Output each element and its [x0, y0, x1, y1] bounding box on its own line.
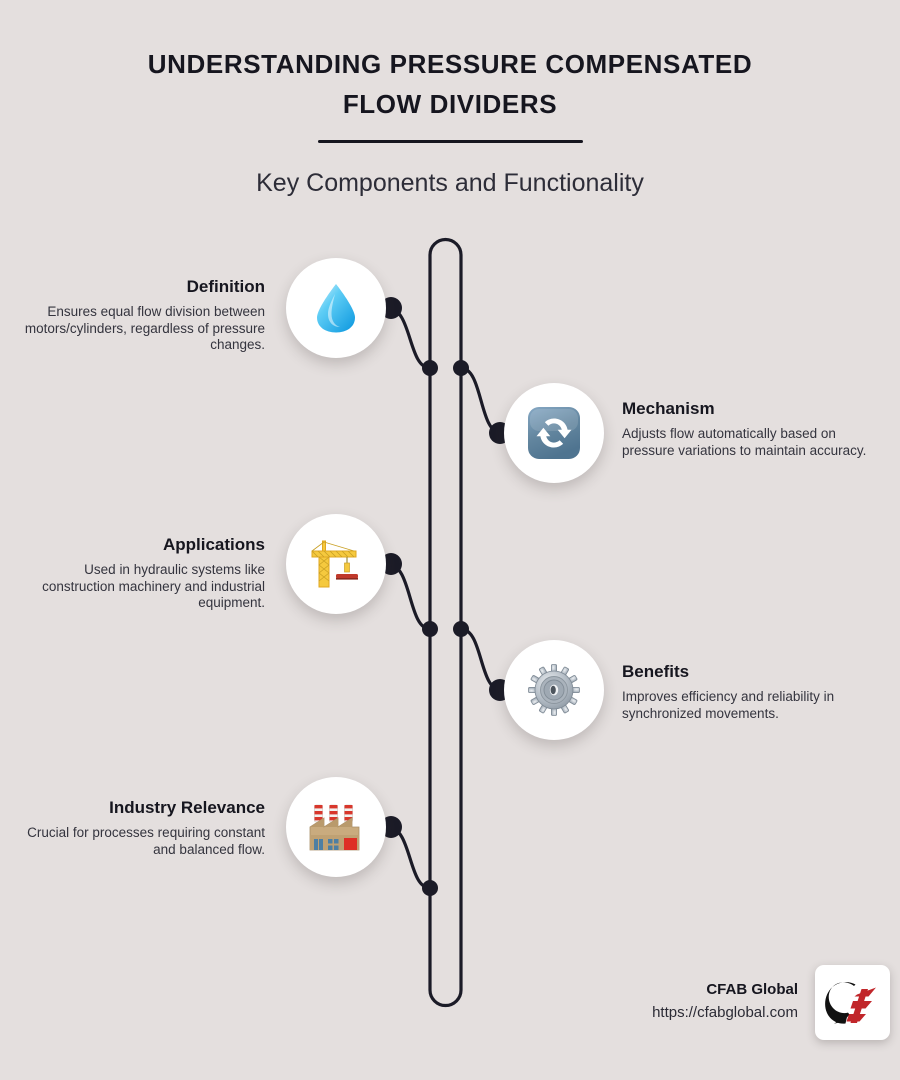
- page-subtitle: Key Components and Functionality: [256, 169, 644, 197]
- cfab-logo-icon[interactable]: [815, 965, 890, 1040]
- item-title-applications: Applications: [162, 535, 265, 554]
- footer: CFAB Global https://cfabglobal.com: [500, 965, 890, 1060]
- water-droplet-icon: [307, 279, 365, 337]
- item-desc-applications: Used in hydraulic systems like construct…: [42, 562, 265, 610]
- spine-node-1: [422, 360, 438, 376]
- header: UNDERSTANDING PRESSURE COMPENSATED FLOW …: [0, 0, 900, 198]
- factory-icon: [307, 798, 365, 856]
- footer-text: CFAB Global https://cfabglobal.com: [568, 979, 798, 1025]
- spine-node-4: [453, 621, 469, 637]
- text-block-definition: Definition Ensures equal flow division b…: [10, 276, 265, 354]
- icon-bubble-industry-relevance[interactable]: [286, 777, 386, 877]
- icon-bubble-applications[interactable]: [286, 514, 386, 614]
- item-title-industry-relevance: Industry Relevance: [109, 798, 265, 817]
- item-title-definition: Definition: [186, 277, 265, 296]
- gear-icon: [525, 661, 583, 719]
- item-desc-industry-relevance: Crucial for processes requiring constant…: [27, 825, 265, 857]
- title-divider: [317, 140, 583, 143]
- construction-crane-icon: [307, 535, 365, 593]
- page-title-line-1: UNDERSTANDING PRESSURE COMPENSATED: [147, 49, 753, 79]
- sync-arrows-icon: [525, 404, 583, 462]
- text-block-benefits: Benefits Improves efficiency and reliabi…: [622, 661, 877, 722]
- icon-bubble-mechanism[interactable]: [504, 383, 604, 483]
- text-block-mechanism: Mechanism Adjusts flow automatically bas…: [622, 398, 877, 459]
- icon-bubble-definition[interactable]: [286, 258, 386, 358]
- item-title-benefits: Benefits: [622, 662, 690, 681]
- spine-node-5: [422, 880, 438, 896]
- item-desc-benefits: Improves efficiency and reliability in s…: [622, 689, 835, 721]
- text-block-industry-relevance: Industry Relevance Crucial for processes…: [10, 797, 265, 858]
- brand-name: CFAB Global: [706, 981, 798, 998]
- page-title-line-2: FLOW DIVIDERS: [342, 89, 558, 119]
- spine-node-2: [453, 360, 469, 376]
- item-desc-definition: Ensures equal flow division between moto…: [24, 304, 265, 352]
- text-block-applications: Applications Used in hydraulic systems l…: [10, 534, 265, 612]
- item-title-mechanism: Mechanism: [622, 399, 715, 418]
- item-desc-mechanism: Adjusts flow automatically based on pres…: [622, 426, 867, 458]
- brand-url[interactable]: https://cfabglobal.com: [652, 1004, 798, 1021]
- spine-node-3: [422, 621, 438, 637]
- icon-bubble-benefits[interactable]: [504, 640, 604, 740]
